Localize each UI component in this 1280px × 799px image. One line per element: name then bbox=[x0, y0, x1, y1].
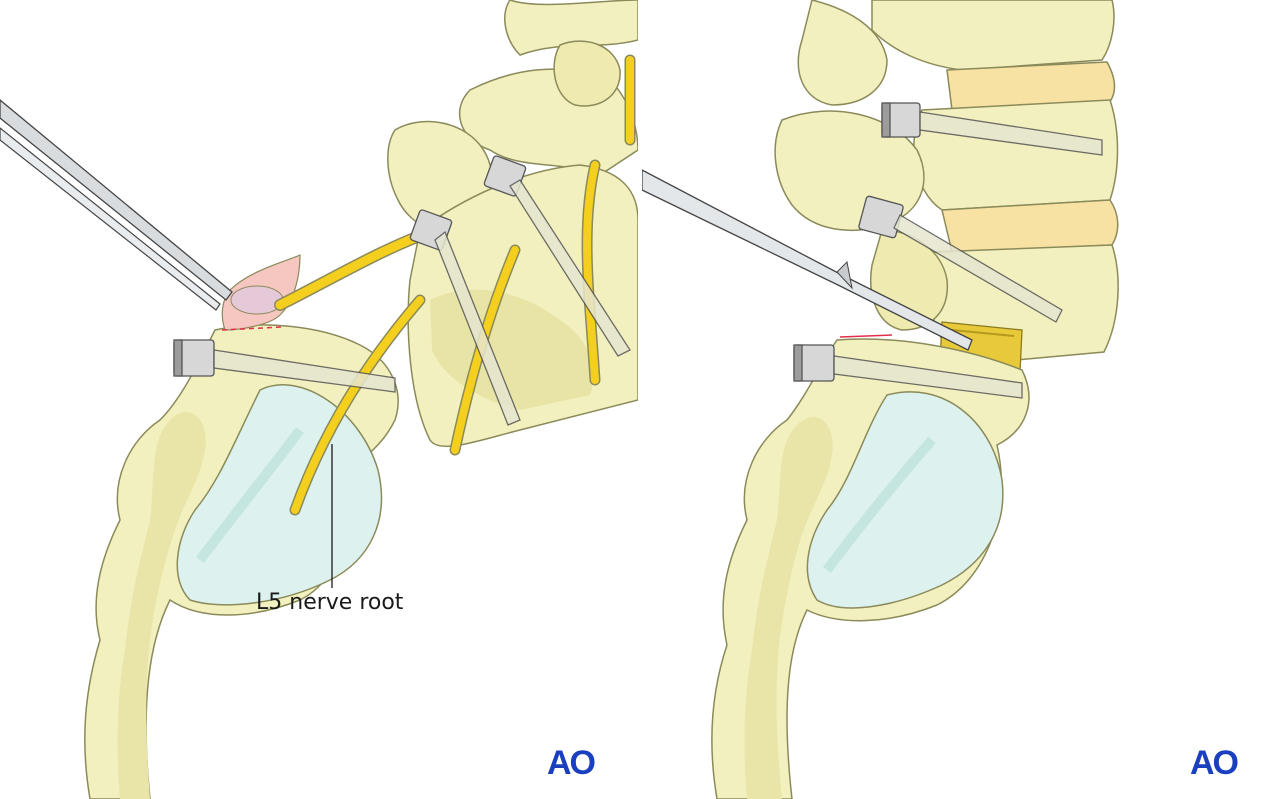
sacral-window bbox=[806, 391, 1004, 609]
ao-logo: AO bbox=[1190, 744, 1239, 782]
pedicle-screw-l4 bbox=[858, 195, 1063, 323]
pedicle-screw-l4 bbox=[483, 155, 631, 357]
cage-inserter bbox=[642, 169, 973, 351]
sacral-window-shade bbox=[196, 426, 304, 564]
pedicle-screws bbox=[173, 155, 631, 426]
right-illustration bbox=[642, 0, 1119, 799]
left-panel: L5 nerve root AO bbox=[0, 0, 638, 799]
surgical-instrument bbox=[0, 99, 233, 311]
pedicle-screw-l5 bbox=[409, 209, 521, 426]
cut-line bbox=[221, 326, 283, 331]
dura-sac bbox=[221, 254, 301, 331]
pedicle-screw-s1 bbox=[793, 344, 1023, 399]
ao-logo: AO bbox=[547, 744, 596, 782]
left-illustration bbox=[0, 0, 638, 799]
sacral-window-shade bbox=[823, 436, 936, 574]
l5-nerve-root bbox=[291, 296, 424, 514]
pedicle-screws bbox=[793, 102, 1103, 399]
pedicle-screw-s1 bbox=[173, 339, 396, 393]
lumbar-vertebrae bbox=[774, 0, 1119, 366]
panel-divider bbox=[638, 0, 642, 799]
pedicle-screw-l3 bbox=[881, 102, 1103, 156]
right-panel: AO bbox=[642, 0, 1280, 799]
cut-line bbox=[839, 334, 893, 338]
l5-nerve-root-label: L5 nerve root bbox=[256, 590, 404, 615]
